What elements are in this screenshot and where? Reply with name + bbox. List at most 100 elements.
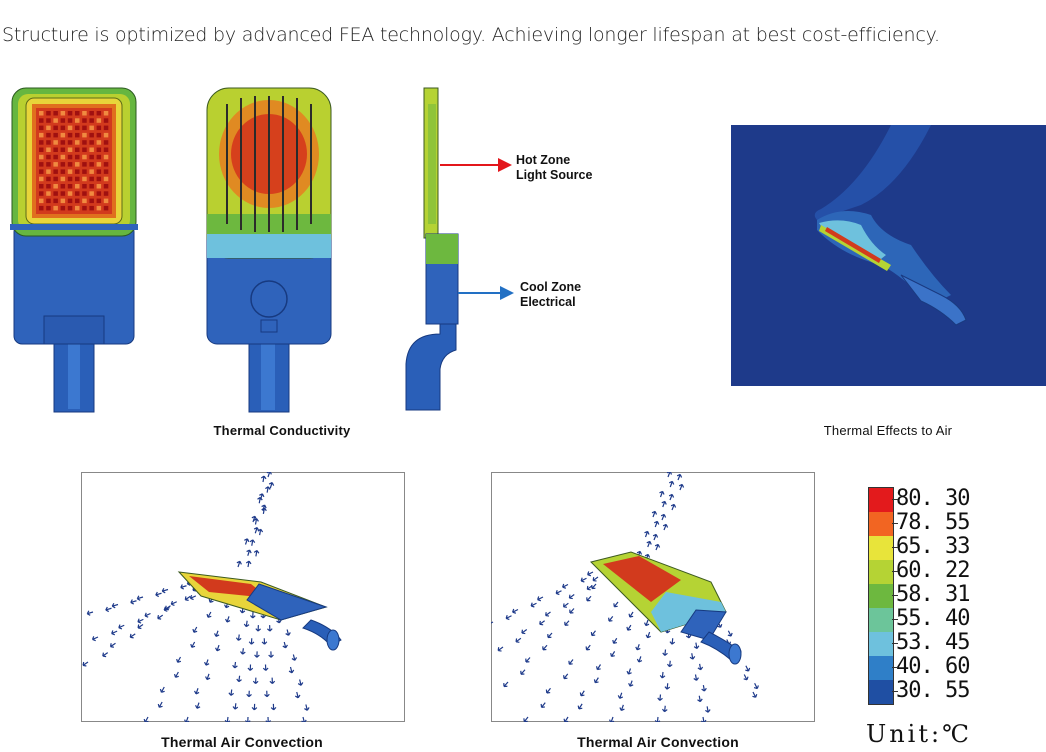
led-chip	[104, 133, 109, 138]
led-chip	[75, 111, 80, 116]
legend-swatch	[869, 632, 893, 656]
temperature-legend-scale	[868, 487, 894, 705]
led-chip	[97, 169, 102, 174]
led-chip	[82, 111, 87, 116]
led-chip	[46, 155, 51, 160]
led-chip	[82, 126, 87, 131]
led-chip	[39, 111, 44, 116]
led-chip	[39, 206, 44, 211]
led-chip	[61, 169, 66, 174]
led-chip	[97, 140, 102, 145]
led-chip	[82, 206, 87, 211]
cool-zone-subtitle: Electrical	[520, 295, 581, 310]
led-chip	[53, 118, 58, 123]
led-chip	[89, 140, 94, 145]
led-chip	[61, 140, 66, 145]
led-chip	[53, 162, 58, 167]
led-chip	[89, 148, 94, 153]
led-chip	[68, 118, 73, 123]
led-chip	[82, 199, 87, 204]
led-chip	[46, 206, 51, 211]
legend-tick	[892, 643, 898, 644]
led-chip	[97, 111, 102, 116]
led-chip	[61, 155, 66, 160]
legend-unit: Unit:℃	[866, 720, 972, 748]
led-chip	[46, 111, 51, 116]
cool-zone-title: Cool Zone	[520, 280, 581, 295]
legend-swatch	[869, 608, 893, 632]
led-chip	[68, 199, 73, 204]
led-chip	[61, 199, 66, 204]
led-chip	[82, 148, 87, 153]
led-chip	[104, 126, 109, 131]
led-chip	[104, 199, 109, 204]
led-chip	[82, 155, 87, 160]
led-chip	[46, 162, 51, 167]
led-chip	[97, 184, 102, 189]
led-chip	[82, 169, 87, 174]
led-chip	[75, 155, 80, 160]
led-chip	[75, 177, 80, 182]
legend-value: 78. 55	[896, 511, 969, 535]
led-chip	[61, 206, 66, 211]
legend-value: 53. 45	[896, 631, 969, 655]
led-chip	[97, 155, 102, 160]
led-chip	[39, 191, 44, 196]
led-chip	[46, 191, 51, 196]
led-chip	[82, 191, 87, 196]
legend-value: 55. 40	[896, 607, 969, 631]
led-chip	[89, 177, 94, 182]
led-chip	[82, 118, 87, 123]
led-chip	[82, 177, 87, 182]
legend-tick	[892, 595, 898, 596]
legend-swatch	[869, 488, 893, 512]
led-chip	[61, 184, 66, 189]
led-chip	[82, 162, 87, 167]
led-chip	[104, 177, 109, 182]
led-chip	[89, 126, 94, 131]
legend-tick	[892, 571, 898, 572]
led-chip	[39, 162, 44, 167]
hot-zone-label: Hot Zone Light Source	[516, 153, 592, 183]
led-chip	[53, 206, 58, 211]
led-chip	[61, 162, 66, 167]
led-chip	[104, 206, 109, 211]
legend-tick	[892, 499, 898, 500]
led-chip	[46, 140, 51, 145]
led-chip	[97, 199, 102, 204]
led-chip	[61, 191, 66, 196]
led-chip	[89, 199, 94, 204]
led-chip	[89, 206, 94, 211]
led-chip	[75, 118, 80, 123]
legend-value: 60. 22	[896, 559, 969, 583]
led-chip	[53, 148, 58, 153]
lamp-back-heatmap	[205, 84, 333, 414]
caption-thermal-conductivity: Thermal Conductivity	[182, 423, 382, 438]
legend-value: 80. 30	[896, 487, 969, 511]
led-chip	[53, 184, 58, 189]
led-chip	[39, 184, 44, 189]
led-chip	[53, 155, 58, 160]
legend-value: 58. 31	[896, 583, 969, 607]
led-chip	[61, 177, 66, 182]
led-chip	[82, 184, 87, 189]
led-chip	[75, 126, 80, 131]
led-chip	[104, 191, 109, 196]
led-chip	[39, 126, 44, 131]
led-chip	[75, 162, 80, 167]
led-chip	[39, 199, 44, 204]
legend-value: 30. 55	[896, 679, 969, 703]
legend-tick	[892, 547, 898, 548]
led-chip	[68, 206, 73, 211]
led-chip	[82, 133, 87, 138]
led-chip	[68, 184, 73, 189]
led-chip	[53, 133, 58, 138]
led-chip	[39, 148, 44, 153]
caption-convection-right: Thermal Air Convection	[548, 734, 768, 750]
led-chip	[75, 140, 80, 145]
led-chip	[97, 191, 102, 196]
led-chip	[104, 155, 109, 160]
led-chip	[68, 148, 73, 153]
hot-zone-subtitle: Light Source	[516, 168, 592, 183]
led-chip	[89, 169, 94, 174]
